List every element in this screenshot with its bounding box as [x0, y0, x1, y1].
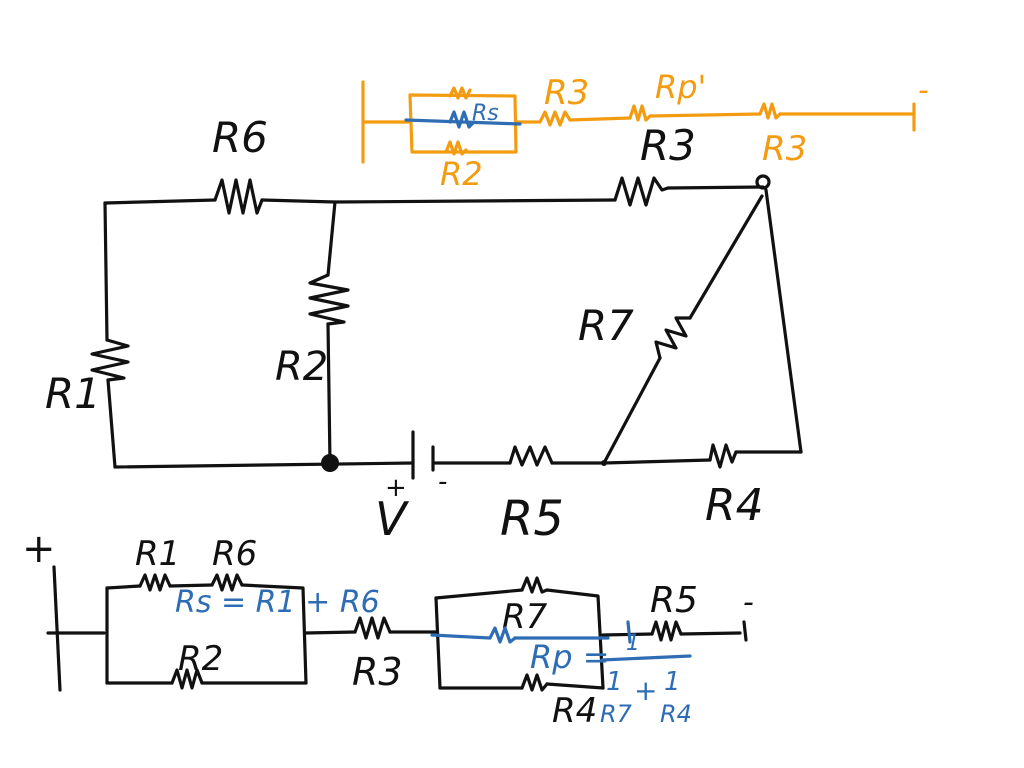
- label-parallel-den-r7: R7: [600, 700, 633, 728]
- label-top-r3-right: R3: [762, 129, 807, 169]
- resistor-bottom-r3-symbol: [353, 616, 392, 640]
- orange-resistor-rp-symbol: [628, 104, 652, 122]
- bottom-left-box-top-a: [105, 584, 142, 590]
- label-bottom-r3: R3: [352, 650, 403, 694]
- bottom-terminal-right: [742, 620, 748, 642]
- orange-box: [408, 93, 518, 154]
- bottom-right-box-top-b: [545, 588, 605, 690]
- resistor-bottom-r5-symbol: [650, 620, 683, 642]
- bottom-right-wire: [601, 632, 654, 637]
- main-circuit: R6 R3 R2 R1 R7 R5 R4 + - V: [45, 113, 803, 547]
- resistor-r2-symbol: [308, 273, 350, 326]
- orange-resistor-bottom-symbol: [444, 140, 468, 156]
- resistor-r1-symbol: [90, 338, 130, 382]
- node-bottom-middle: [601, 460, 607, 466]
- label-top-minus: -: [918, 73, 929, 108]
- resistor-r4-symbol: [708, 443, 738, 469]
- label-top-rs: Rs: [472, 101, 499, 126]
- orange-wire-right: [648, 112, 762, 118]
- orange-wire-long: [568, 116, 632, 122]
- label-bottom-r2: R2: [178, 639, 223, 679]
- label-parallel-den-r4: R4: [660, 700, 692, 728]
- orange-resistor-top-symbol: [448, 86, 472, 100]
- bottom-left-box-top-c: [240, 583, 308, 685]
- resistor-bottom-r7-symbol: [520, 576, 549, 594]
- label-r6: R6: [212, 113, 268, 162]
- label-parallel-den-b: 1: [664, 667, 681, 697]
- wire-top-right: [666, 185, 765, 190]
- top-circuit: Rs R2 R3 Rp' R3 -: [361, 68, 929, 193]
- orange-resistor-r3-right-symbol: [758, 102, 782, 120]
- label-r5: R5: [500, 491, 564, 547]
- resistor-r3-symbol: [613, 176, 670, 207]
- bottom-left-box-top-b: [168, 583, 214, 588]
- blue-combine-line-top: [404, 118, 522, 126]
- resistor-bottom-r4-symbol: [520, 673, 549, 692]
- bottom-right-wire-2: [679, 631, 742, 636]
- label-r3: R3: [640, 121, 696, 170]
- resistor-bottom-r6-symbol: [210, 573, 244, 592]
- blue-resistor-rs-symbol: [448, 110, 476, 129]
- label-source-v: V: [375, 492, 410, 546]
- label-r2: R2: [275, 344, 328, 390]
- label-r7: R7: [578, 301, 634, 350]
- wire-bottom-left: [113, 461, 415, 469]
- wire-top-middle: [260, 198, 617, 204]
- blue-combine-line-bottom: [430, 633, 492, 640]
- wire-r2-bottom: [326, 322, 332, 465]
- wire-left-vertical-top: [103, 201, 109, 342]
- wire-r7-diagonal: [688, 194, 764, 320]
- label-bottom-plus: +: [22, 526, 56, 572]
- bottom-right-box-top-a: [434, 588, 524, 600]
- node-top-right: [755, 174, 771, 190]
- wire-r2-top: [326, 200, 337, 277]
- wire-right-vertical: [764, 188, 803, 454]
- label-minus: -: [438, 467, 447, 497]
- label-top-rp: Rp': [655, 68, 706, 106]
- label-parallel-lhs: Rp =: [530, 638, 610, 676]
- label-bottom-r1: R1: [135, 534, 180, 574]
- wire-left-vertical-bottom: [106, 378, 117, 469]
- label-series-equation: Rs = R1 + R6: [175, 585, 380, 620]
- label-parallel-plus: +: [634, 674, 657, 707]
- resistor-r7-symbol: [654, 316, 692, 360]
- label-r4: R4: [705, 480, 764, 531]
- label-bottom-r6: R6: [212, 534, 257, 574]
- label-bottom-minus: -: [743, 585, 754, 620]
- parallel-fraction-bar: [600, 654, 692, 662]
- label-bottom-r7: R7: [502, 597, 548, 637]
- label-r1: R1: [45, 369, 101, 418]
- bottom-mid-wire: [304, 630, 357, 635]
- orange-resistor-r3-symbol: [538, 110, 572, 127]
- resistor-bottom-r2-symbol: [170, 668, 204, 690]
- bottom-right-box-bottom-b: [545, 682, 605, 690]
- label-parallel-den-a: 1: [606, 667, 623, 697]
- resistor-bottom-r1-symbol: [138, 573, 172, 592]
- wire-r7-lower: [602, 356, 662, 465]
- label-parallel-numerator: 1: [626, 631, 640, 656]
- blue-mark-near-r5: [626, 620, 632, 644]
- resistor-r5-symbol: [508, 445, 554, 467]
- bottom-terminal-left: [52, 565, 62, 692]
- bottom-right-box-left: [434, 596, 442, 690]
- resistor-r6-symbol: [213, 178, 264, 215]
- bottom-circuit: + - R1 R6 R2 R3 R7 R5 R4 Rs = R1 + R6 Rp…: [22, 526, 754, 731]
- label-plus: +: [385, 473, 407, 503]
- label-bottom-r4: R4: [552, 691, 597, 731]
- label-bottom-r5: R5: [650, 580, 698, 621]
- blue-resistor-rp-symbol: [488, 626, 517, 644]
- wire-top-left: [103, 198, 217, 205]
- label-top-r3: R3: [544, 73, 589, 113]
- label-top-r2: R2: [440, 155, 483, 193]
- wire-bottom-right: [602, 458, 712, 465]
